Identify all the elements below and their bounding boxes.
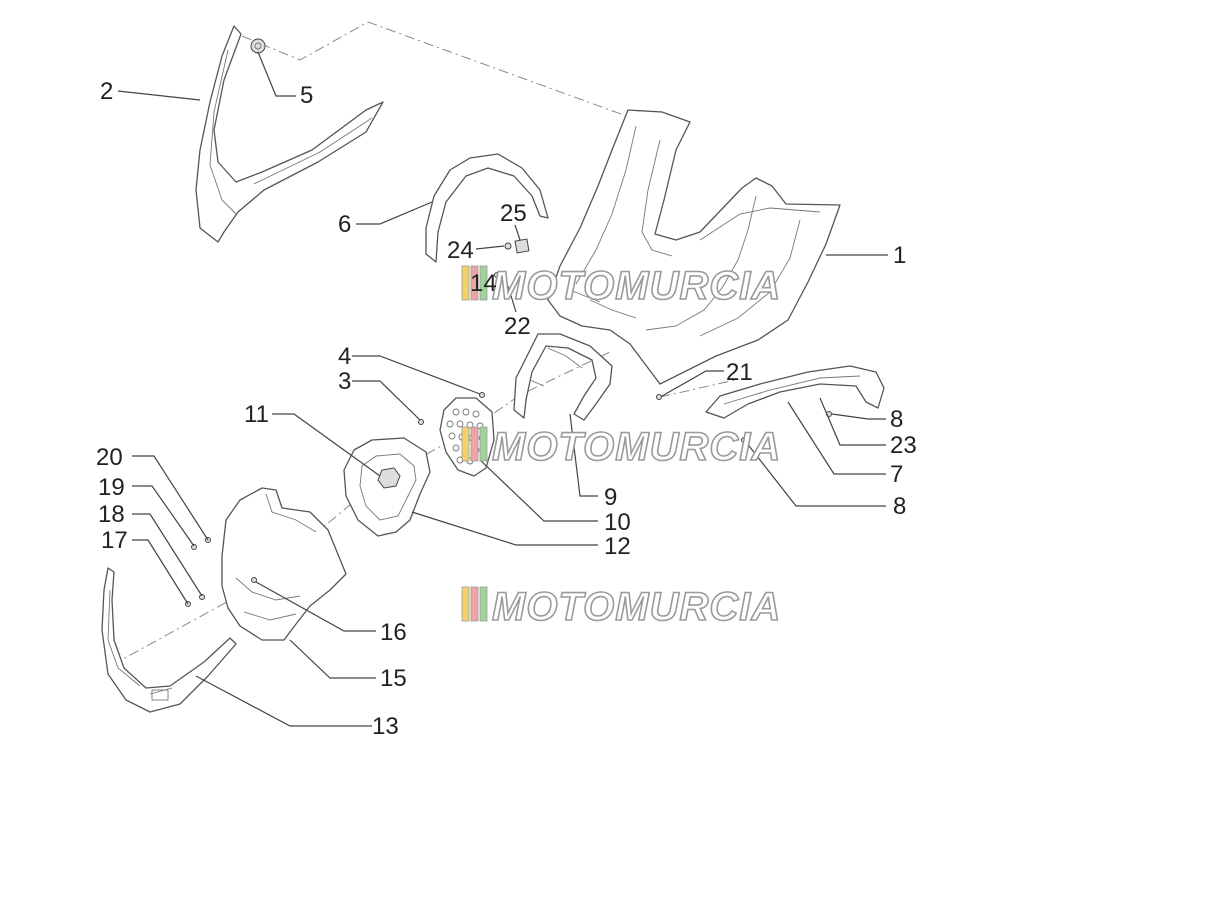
watermark-stripe-red <box>470 586 479 622</box>
leader-2 <box>117 90 201 101</box>
callout-20: 20 <box>96 444 123 471</box>
leader-20 <box>132 455 209 541</box>
leader-11 <box>272 413 381 477</box>
screw-8-lower <box>741 437 747 443</box>
screw-22 <box>494 272 500 278</box>
watermark-2: MOTOMURCIA <box>461 424 781 470</box>
leader-4 <box>352 355 481 395</box>
callout-23: 23 <box>890 432 917 459</box>
axis-line-right <box>659 379 736 398</box>
watermark-text: MOTOMURCIA <box>492 425 781 469</box>
part-emblem <box>377 467 401 489</box>
callout-4: 4 <box>338 343 351 370</box>
callout-12: 12 <box>604 533 631 560</box>
axis-line-lower <box>111 351 611 666</box>
leader-21 <box>661 370 724 397</box>
watermark-stripe-red <box>470 265 479 301</box>
screw-21 <box>656 394 662 400</box>
part-front-cover-panel <box>221 487 347 641</box>
leader-17 <box>132 539 189 605</box>
callout-25: 25 <box>500 200 527 227</box>
leader-9 <box>569 413 598 497</box>
screw-4 <box>479 392 485 398</box>
leader-16 <box>255 581 376 632</box>
part-front-body-shield <box>547 109 841 385</box>
callout-11: 11 <box>244 401 269 428</box>
callout-7: 7 <box>890 461 903 488</box>
watermark-text: MOTOMURCIA <box>492 264 781 308</box>
leader-15 <box>289 639 376 679</box>
leader-24 <box>475 245 505 250</box>
screw-19 <box>191 544 197 550</box>
leader-5 <box>257 51 296 97</box>
screw-3 <box>418 419 424 425</box>
callout-21: 21 <box>726 359 753 386</box>
watermark-3: MOTOMURCIA <box>461 584 781 630</box>
callout-labels: 1 2 3 4 5 6 7 8 8 9 10 11 12 13 14 15 16… <box>96 78 917 740</box>
callout-9: 9 <box>604 484 617 511</box>
callout-5: 5 <box>300 82 313 109</box>
part-clip-bracket <box>504 238 530 254</box>
watermark-stripe-yellow <box>461 265 470 301</box>
callout-8-upper: 8 <box>890 406 903 433</box>
watermark-stripe-red <box>470 426 479 462</box>
callout-3: 3 <box>338 368 351 395</box>
callout-17: 17 <box>101 527 128 554</box>
callout-6: 6 <box>338 211 351 238</box>
part-side-trim-strip <box>425 153 549 263</box>
leader-22 <box>496 275 517 313</box>
leader-6 <box>356 201 433 225</box>
leader-10 <box>479 459 598 522</box>
callout-14: 14 <box>470 270 497 297</box>
callout-16: 16 <box>380 619 407 646</box>
watermark-stripe-yellow <box>461 426 470 462</box>
leader-19 <box>132 485 195 547</box>
leader-lines <box>117 51 888 727</box>
leader-8a <box>831 413 886 420</box>
part-mounting-frame <box>513 333 613 421</box>
callout-15: 15 <box>380 665 407 692</box>
callout-1: 1 <box>893 242 906 269</box>
callout-19: 19 <box>98 474 125 501</box>
leader-7 <box>787 401 886 475</box>
leader-25 <box>514 224 521 241</box>
callout-18: 18 <box>98 501 125 528</box>
watermark-text: MOTOMURCIA <box>492 585 781 629</box>
axis-line-upper <box>241 21 633 119</box>
part-windshield-trim <box>195 25 384 243</box>
callout-24: 24 <box>447 237 474 264</box>
watermark-stripe-yellow <box>461 586 470 622</box>
part-5-washer <box>250 38 266 54</box>
leader-12 <box>411 511 598 546</box>
callout-10: 10 <box>604 509 631 536</box>
leader-23 <box>819 397 886 446</box>
leader-3 <box>352 380 421 421</box>
callout-22: 22 <box>504 313 531 340</box>
leader-8b <box>745 441 886 507</box>
watermark-1: MOTOMURCIA <box>461 263 781 309</box>
assembly-axis-lines <box>111 21 736 666</box>
watermark-stripe-green <box>479 586 488 622</box>
callout-8-lower: 8 <box>893 493 906 520</box>
callout-2: 2 <box>100 78 113 105</box>
leader-13 <box>195 675 372 727</box>
screw-18 <box>199 594 205 600</box>
part-lower-spoiler <box>101 567 237 713</box>
screw-16 <box>251 577 257 583</box>
leader-18 <box>132 513 203 597</box>
callout-13: 13 <box>372 713 399 740</box>
part-side-rail <box>705 365 885 419</box>
watermark-stripe-green <box>479 265 488 301</box>
watermark-stripe-green <box>479 426 488 462</box>
